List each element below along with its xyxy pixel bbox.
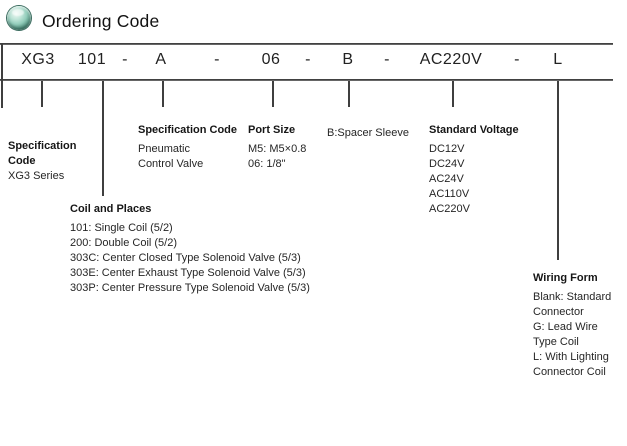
tick-line-a [162, 81, 164, 107]
body-line: 200: Double Coil (5/2) [70, 237, 178, 249]
body-line: Pneumatic [138, 143, 190, 155]
body-line: AC110V [429, 188, 470, 200]
block-body: DC12V DC24V AC24V AC110V AC220V [429, 142, 519, 217]
body-line: M5: M5×0.8 [248, 143, 307, 155]
spacer-sleeve-label: B:Spacer Sleeve [327, 127, 409, 139]
code-segment-b: B [342, 51, 354, 68]
body-line: XG3 Series [8, 170, 65, 182]
code-segment-l: L [553, 51, 563, 68]
block-body: XG3 Series [8, 169, 76, 184]
block-heading: Specification Code [138, 124, 238, 136]
section-title: Ordering Code [42, 11, 160, 31]
code-segment-ac220v: AC220V [419, 51, 483, 68]
tick-line-xg3 [41, 81, 43, 107]
block-body: M5: M5×0.8 06: 1/8" [248, 142, 306, 172]
leader-line-specification-series [1, 44, 3, 108]
block-heading: Port Size [248, 124, 296, 136]
code-dash-2: - [214, 51, 220, 68]
body-line: L: With Lighting [533, 351, 609, 363]
body-line: G: Lead Wire [533, 321, 598, 333]
block-coil-and-places: Coil and Places 101: Single Coil (5/2) 20… [70, 202, 310, 296]
body-line: DC24V [429, 158, 465, 170]
code-segment-a: A [155, 51, 167, 68]
body-line: 303P: Center Pressure Type Solenoid Valv… [70, 282, 310, 294]
body-line: DC12V [429, 143, 465, 155]
code-underline [0, 79, 613, 81]
code-dash-5: - [514, 51, 520, 68]
body-line: AC24V [429, 173, 464, 185]
body-line: Control Valve [138, 158, 204, 170]
code-dash-3: - [305, 51, 311, 68]
body-line: AC220V [429, 203, 470, 215]
body-line: Connector [533, 306, 584, 318]
block-heading: Standard Voltage [429, 124, 519, 136]
code-dash-4: - [384, 51, 390, 68]
body-line: Type Coil [533, 336, 579, 348]
tick-line-06 [272, 81, 274, 107]
body-line: 303C: Center Closed Type Solenoid Valve … [70, 252, 301, 264]
body-line: 101: Single Coil (5/2) [70, 222, 173, 234]
heading-line: Code [8, 155, 36, 167]
block-standard-voltage: Standard Voltage DC12V DC24V AC24V AC110V AC… [429, 123, 519, 217]
code-segment-xg3: XG3 [21, 51, 55, 68]
block-body: 101: Single Coil (5/2) 200: Double Coil (… [70, 221, 310, 296]
sphere-bullet-icon [7, 6, 31, 30]
body-line: 303E: Center Exhaust Type Solenoid Valve… [70, 267, 306, 279]
code-segment-101: 101 [77, 51, 107, 68]
code-dash-1: - [122, 51, 128, 68]
code-segment-06: 06 [261, 51, 281, 68]
body-line: Blank: Standard [533, 291, 612, 303]
body-line: 06: 1/8" [248, 158, 286, 170]
block-port-size: Port Size M5: M5×0.8 06: 1/8" [248, 123, 306, 172]
block-heading: Coil and Places [70, 203, 152, 215]
header-divider-line [0, 43, 613, 45]
block-spacer-sleeve: B:Spacer Sleeve [327, 126, 409, 141]
leader-line-wiring-form [557, 81, 559, 260]
body-line: Connector Coil [533, 366, 606, 378]
heading-line: Specification [8, 140, 77, 152]
leader-line-coil-and-places [102, 81, 104, 196]
tick-line-ac220v [452, 81, 454, 107]
block-heading: Wiring Form [533, 272, 598, 284]
tick-line-b [348, 81, 350, 107]
